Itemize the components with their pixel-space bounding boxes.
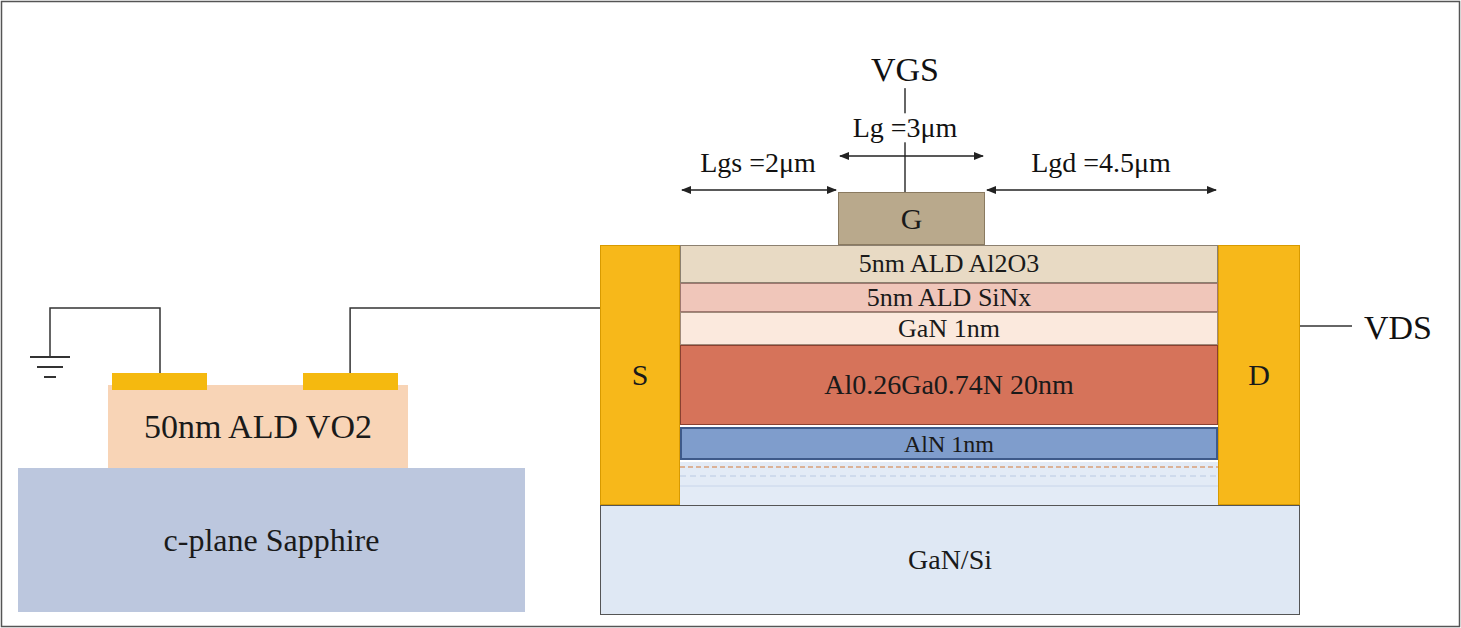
ground-symbol bbox=[30, 356, 70, 358]
dimension-arrow bbox=[682, 189, 836, 190]
gate-electrode: G bbox=[838, 192, 985, 245]
contact-pad bbox=[303, 373, 398, 390]
layer-label: 50nm ALD VO2 bbox=[144, 410, 372, 444]
vo2-film: 50nm ALD VO2 bbox=[108, 385, 408, 468]
ground-wire bbox=[50, 308, 160, 378]
dimension-label: Lgs =2μm bbox=[697, 148, 819, 177]
ground-symbol bbox=[44, 376, 56, 378]
terminal-label: VDS bbox=[1361, 310, 1435, 346]
layer-label: 5nm ALD Al2O3 bbox=[859, 251, 1040, 277]
layer-label: Al0.26Ga0.74N 20nm bbox=[824, 371, 1074, 399]
layer-label: GaN 1nm bbox=[898, 316, 1000, 342]
layer-label: 5nm ALD SiNx bbox=[867, 285, 1032, 311]
buffer-line bbox=[680, 476, 1218, 477]
terminal-label: VGS bbox=[868, 52, 942, 88]
layer-label: AlN 1nm bbox=[904, 432, 994, 456]
layer-label: c-plane Sapphire bbox=[164, 524, 380, 556]
cap-layer: GaN 1nm bbox=[680, 312, 1218, 345]
source-contact: S bbox=[600, 245, 680, 505]
layer-label: G bbox=[901, 204, 923, 234]
drain-contact: D bbox=[1218, 245, 1300, 505]
barrier-layer: Al0.26Ga0.74N 20nm bbox=[680, 345, 1218, 425]
layer-label: S bbox=[632, 360, 649, 390]
substrate-layer: GaN/Si bbox=[600, 505, 1300, 615]
buffer-region bbox=[680, 462, 1218, 505]
nitride-layer: 5nm ALD SiNx bbox=[680, 283, 1218, 312]
dimension-label: Lgd =4.5μm bbox=[1028, 148, 1174, 177]
buffer-line bbox=[680, 486, 1218, 487]
dimension-arrow bbox=[987, 189, 1216, 190]
2deg-line bbox=[680, 466, 1218, 468]
layer-label: GaN/Si bbox=[908, 546, 992, 574]
dimension-label: Lg =3μm bbox=[850, 113, 961, 142]
ground-symbol bbox=[37, 366, 63, 368]
dimension-arrow bbox=[840, 155, 983, 156]
oxide-layer: 5nm ALD Al2O3 bbox=[680, 245, 1218, 283]
drain-wire bbox=[1300, 325, 1352, 327]
spacer-layer: AlN 1nm bbox=[680, 427, 1218, 460]
layer-label: D bbox=[1248, 360, 1270, 390]
contact-pad bbox=[112, 373, 207, 390]
sapphire-substrate: c-plane Sapphire bbox=[18, 468, 525, 612]
